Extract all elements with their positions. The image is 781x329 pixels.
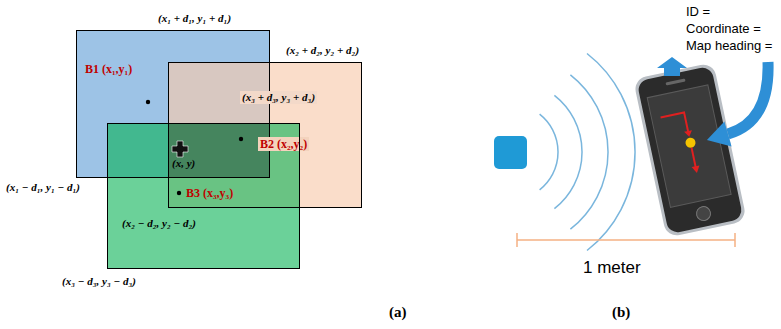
- intersection-region: [168, 123, 270, 178]
- phone-screen: [647, 85, 731, 207]
- beacon-point: [239, 137, 243, 141]
- heading-arrow: [692, 148, 696, 168]
- position-dot: [685, 137, 697, 149]
- arrow-head: [692, 165, 701, 174]
- corner-coordinate: (x₂ + d₂, y₂ + d₂): [286, 44, 359, 57]
- corner-coordinate: (x₃ − d₃, y₃ − d₃): [62, 275, 136, 288]
- beacon-point: [177, 191, 181, 195]
- beacon-label: B1 (x₁,y₁): [85, 62, 132, 76]
- corner-coordinate: (x₂ − d₂, y₂ − d₂): [122, 217, 196, 230]
- dimension-line: [517, 233, 735, 247]
- smartphone: [633, 62, 747, 238]
- home-button: [695, 205, 712, 222]
- phone-field-label: Map heading =: [686, 38, 772, 54]
- corner-coordinate: (x₁ + d₁, y₁ + d₁): [158, 12, 231, 25]
- beacon-label: B3 (x₃,y₃): [186, 186, 233, 200]
- dimension-bar: [517, 239, 735, 241]
- dimension-tick: [516, 233, 518, 247]
- upload-arrow: [657, 57, 687, 76]
- input-arrow: [728, 62, 768, 134]
- wave-arc: [540, 114, 558, 190]
- beacon-icon: [494, 136, 527, 169]
- arrow-head: [684, 130, 693, 138]
- wave-arc: [587, 54, 635, 251]
- phone-field-label: Coordinate =: [686, 21, 761, 37]
- corner-coordinate: (x₁ − d₁, y₁ − d₁): [4, 181, 82, 194]
- phone-speaker: [665, 78, 685, 85]
- phone-body: [637, 66, 744, 234]
- phone-rim: [633, 62, 747, 238]
- route-arrow: [661, 112, 689, 137]
- wave-arc: [554, 95, 582, 208]
- coverage-square: B3 (x₃,y₃): [107, 123, 300, 269]
- signal-waves: [540, 54, 635, 251]
- panel-label: (a): [389, 303, 407, 321]
- estimate-cross: [172, 141, 188, 157]
- beacon-label: B2 (x₂,y₂): [258, 137, 309, 151]
- dimension-tick: [734, 233, 736, 247]
- point-label: (x, y): [172, 157, 195, 170]
- corner-coordinate: (x₃ + d₃, y₃ + d₃): [240, 91, 317, 104]
- phone-field-label: ID =: [686, 4, 710, 20]
- panel-label: (b): [612, 303, 630, 321]
- beacon-point: [146, 100, 150, 104]
- arrow-head: [707, 122, 732, 147]
- wave-arc: [570, 75, 608, 229]
- dimension-label: 1 meter: [583, 258, 641, 278]
